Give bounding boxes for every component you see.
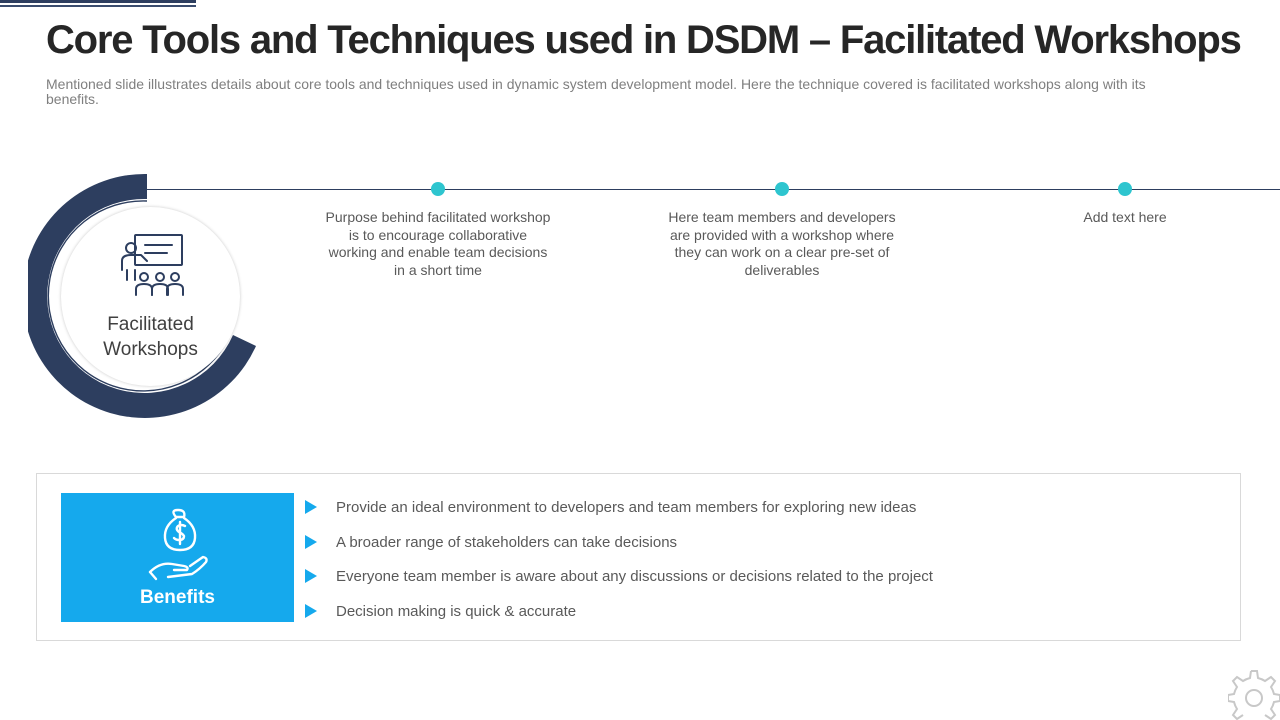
benefit-text-1: Provide an ideal environment to develope… (336, 499, 917, 516)
presentation-audience-icon (121, 234, 184, 296)
hub-circle (61, 207, 240, 386)
top-accent-line-2 (0, 5, 196, 7)
top-accent-bar (0, 0, 196, 7)
bullet-triangle-icon (305, 535, 317, 549)
hub-ring (28, 173, 256, 418)
bullet-triangle-icon (305, 569, 317, 583)
step-text-2: Here team members and developers are pro… (668, 209, 896, 278)
timeline-line (145, 189, 1280, 190)
timeline-dot-2 (775, 182, 789, 196)
timeline-dot-3 (1118, 182, 1132, 196)
benefits-panel (61, 493, 294, 622)
hub-label-line-2: Workshops (103, 339, 198, 360)
step-text-1: Purpose behind facilitated workshop is t… (325, 209, 551, 278)
bullet-triangle-icon (305, 604, 317, 618)
slide-subtitle: Mentioned slide illustrates details abou… (46, 76, 1146, 107)
hub-label: Facilitated Workshops (61, 312, 240, 362)
step-text-3: Add text here (1083, 209, 1167, 225)
benefit-text-2: A broader range of stakeholders can take… (336, 534, 678, 551)
money-bag-hand-icon (148, 508, 208, 581)
timeline-dot-1 (431, 182, 445, 196)
slide-title: Core Tools and Techniques used in DSDM –… (46, 18, 1242, 62)
bullet-triangle-icon (305, 500, 317, 514)
benefit-text-4: Decision making is quick & accurate (336, 603, 577, 620)
benefits-title: Benefits (140, 587, 215, 608)
hub-label-line-1: Facilitated (107, 314, 194, 335)
gear-icon[interactable] (1228, 669, 1280, 720)
benefit-text-3: Everyone team member is aware about any … (336, 568, 933, 585)
top-accent-line-1 (0, 0, 196, 3)
